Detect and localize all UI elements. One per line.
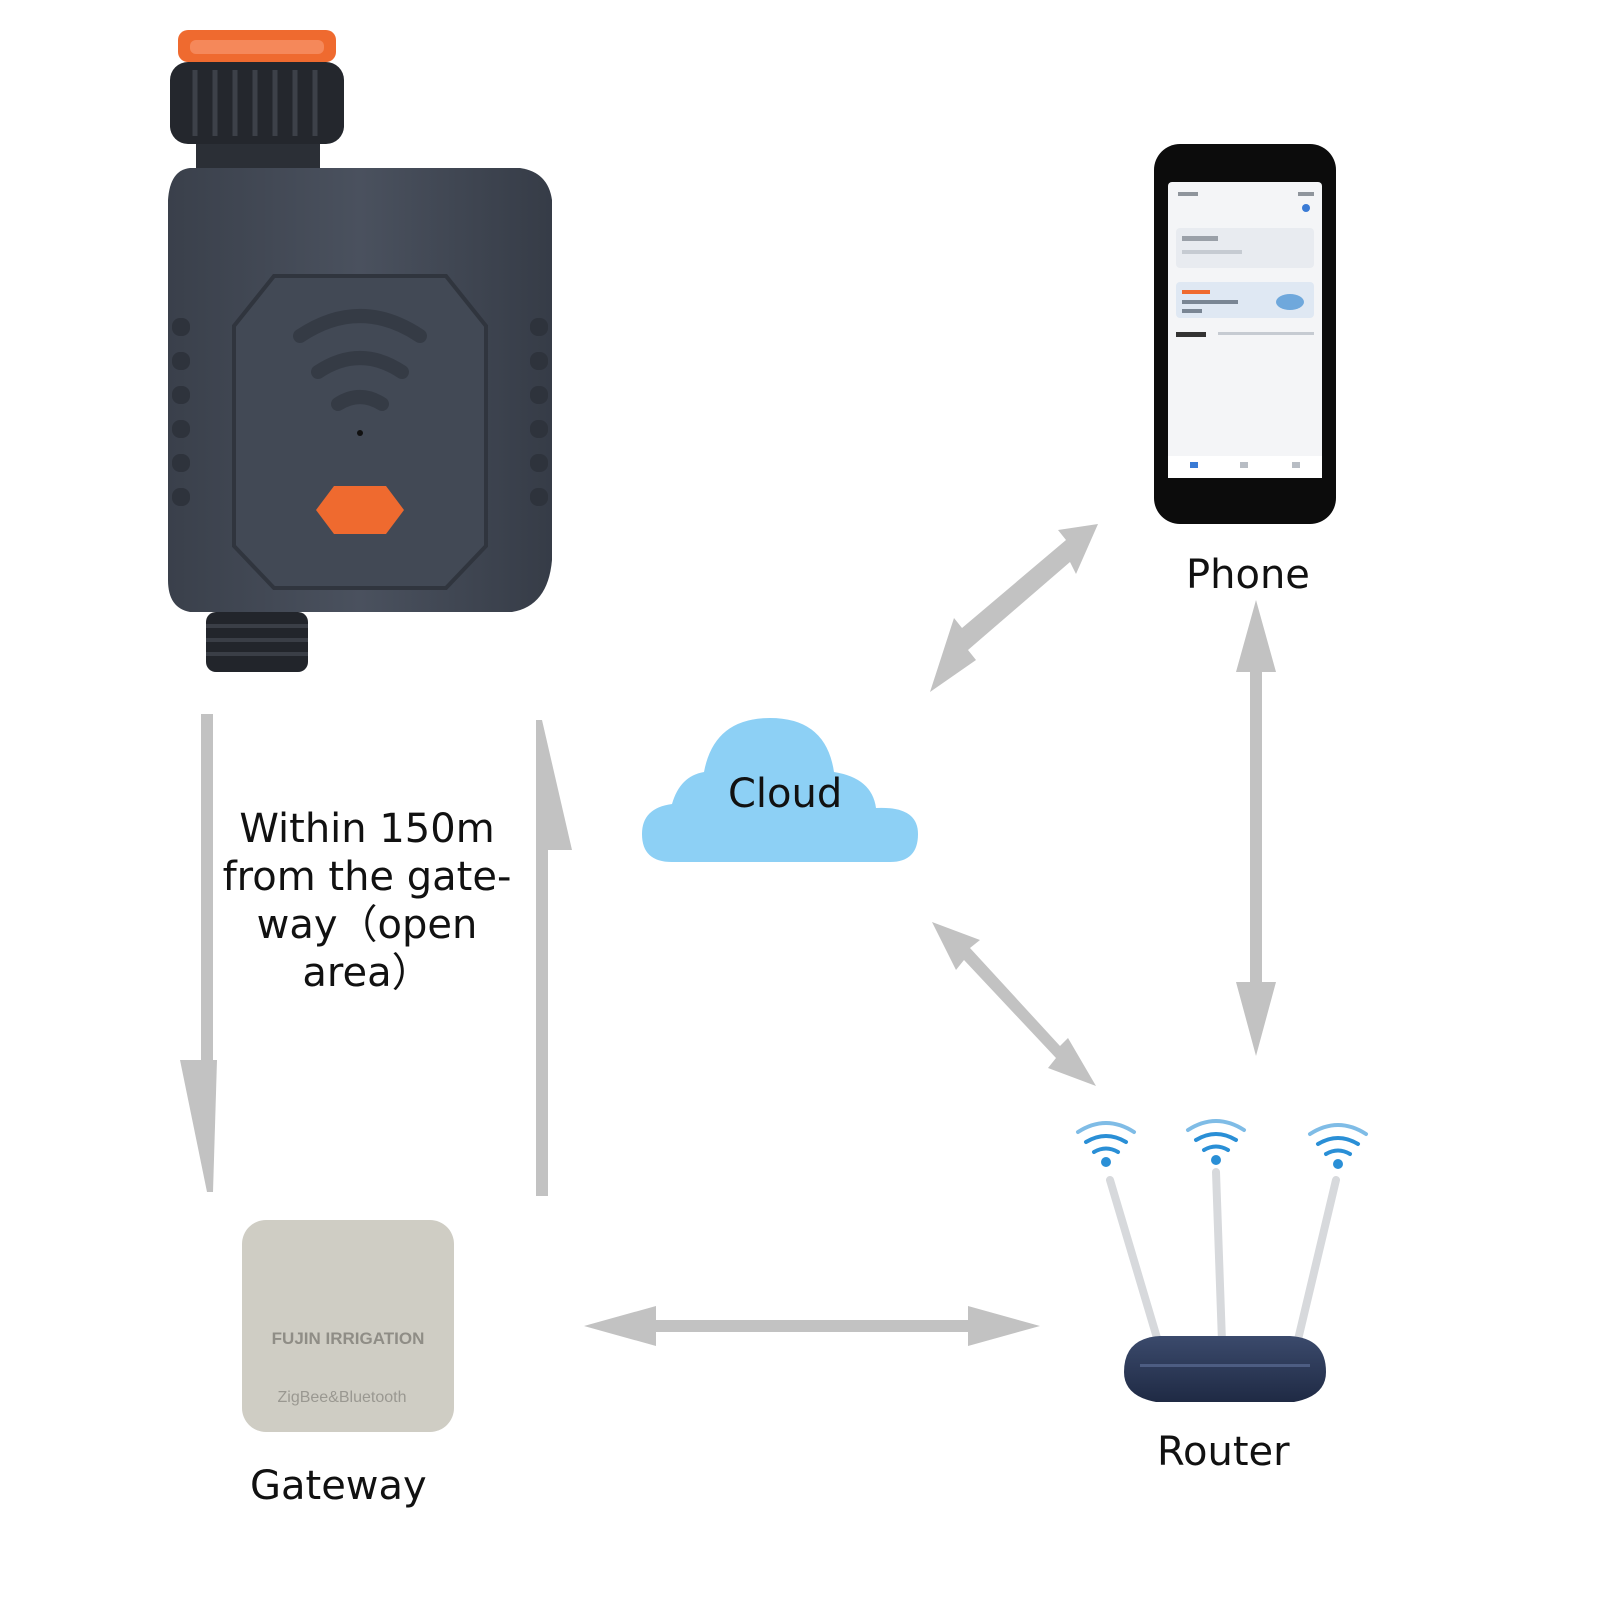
gateway-label: Gateway <box>250 1463 427 1509</box>
cloud-label: Cloud <box>728 771 843 817</box>
arrow-cloud-router <box>932 922 1096 1086</box>
arrow-gateway-to-valve <box>536 720 572 1196</box>
phone-icon <box>1154 144 1336 524</box>
router-label: Router <box>1157 1429 1290 1475</box>
gateway-brand: FUJIN IRRIGATION <box>272 1329 425 1348</box>
wifi-icon <box>1076 1119 1368 1156</box>
range-note-line: Within 150m <box>239 806 495 852</box>
range-note-line: way（open <box>256 902 478 948</box>
water-valve-icon <box>168 30 552 672</box>
range-note-line: from the gate- <box>222 854 512 900</box>
gateway-protocols: ZigBee&Bluetooth <box>278 1389 407 1406</box>
arrow-valve-to-gateway <box>180 714 217 1192</box>
range-note-line: area） <box>302 950 432 996</box>
phone-label: Phone <box>1186 552 1310 598</box>
arrow-gateway-router <box>584 1306 1040 1346</box>
arrow-phone-router <box>1236 600 1276 1056</box>
arrow-cloud-phone <box>930 524 1098 692</box>
range-note: Within 150m from the gate- way（open area… <box>212 805 522 997</box>
router-icon <box>1106 1168 1340 1402</box>
gateway-icon: FUJIN IRRIGATION ZigBee&Bluetooth <box>242 1220 454 1432</box>
cloud-icon <box>642 718 918 862</box>
arrows <box>180 524 1276 1346</box>
